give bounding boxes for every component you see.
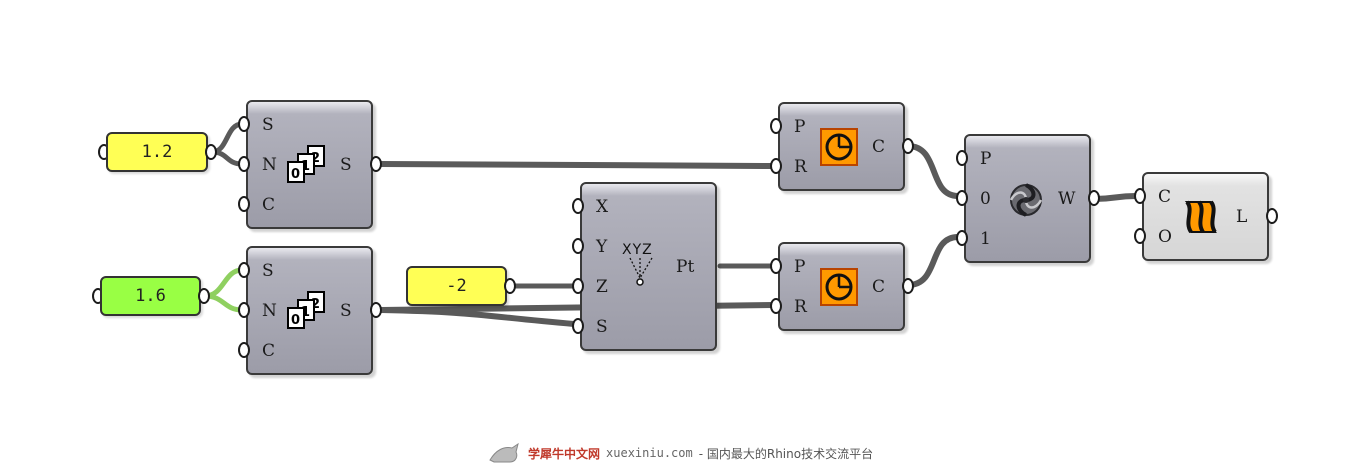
grip-series-top-out[interactable] xyxy=(370,156,382,172)
output-port-label: W xyxy=(1058,189,1076,209)
grip-circle-top-out[interactable] xyxy=(902,138,914,154)
wire-circle-top-to-weave xyxy=(905,143,961,199)
svg-text:2: 2 xyxy=(311,151,320,166)
input-port-label: S xyxy=(262,115,274,135)
wire-weave-to-loft xyxy=(1091,193,1139,202)
input-port-label: C xyxy=(1158,187,1172,207)
slider-value: -2 xyxy=(446,276,467,296)
svg-text:2: 2 xyxy=(311,297,320,312)
grip-series-top-n[interactable] xyxy=(238,156,250,172)
input-port-label: P xyxy=(980,149,992,169)
weave-component[interactable]: P 0 1 W xyxy=(964,134,1091,263)
svg-text:0: 0 xyxy=(291,313,300,328)
grip-loft-o[interactable] xyxy=(1134,228,1146,244)
output-port-label: L xyxy=(1236,207,1248,227)
input-port-label: C xyxy=(262,341,276,361)
grip-weave-1[interactable] xyxy=(956,230,968,246)
series-component-top[interactable]: S N C S 2 1 0 xyxy=(246,100,373,229)
slider-output-grip[interactable] xyxy=(198,288,210,304)
input-port-label: C xyxy=(262,195,276,215)
number-slider-2[interactable]: 1.6 xyxy=(100,276,201,316)
wire-slider2-to-series-bottom-s xyxy=(202,267,245,299)
grip-series-bottom-n[interactable] xyxy=(238,302,250,318)
circle-icon xyxy=(820,128,858,166)
construct-point-icon: XYZ xyxy=(620,242,664,288)
number-slider-1[interactable]: 1.2 xyxy=(106,132,208,172)
slider-output-grip[interactable] xyxy=(205,144,217,160)
output-port-label: S xyxy=(340,301,352,321)
output-port-label: C xyxy=(872,137,886,157)
wire-slider2-to-series-bottom-n xyxy=(202,293,245,313)
wire-slider1-to-series-top-s xyxy=(209,121,245,155)
grip-circle-bottom-out[interactable] xyxy=(902,278,914,294)
construct-point-icon-text: XYZ xyxy=(622,242,653,258)
input-port-label: R xyxy=(794,157,807,177)
loft-component[interactable]: C O L xyxy=(1142,172,1269,261)
grip-series-bottom-s[interactable] xyxy=(238,262,250,278)
grip-circle-bottom-r[interactable] xyxy=(770,298,782,314)
series-icon: 2 1 0 xyxy=(287,291,325,329)
input-port-label: N xyxy=(262,155,277,175)
grip-point-x[interactable] xyxy=(572,198,584,214)
circle-component-bottom[interactable]: P R C xyxy=(778,242,905,331)
slider-output-grip[interactable] xyxy=(504,278,516,294)
grip-circle-top-p[interactable] xyxy=(770,118,782,134)
watermark-tagline: - 国内最大的Rhino技术交流平台 xyxy=(698,446,874,461)
series-component-bottom[interactable]: S N C S 2 1 0 xyxy=(246,246,373,375)
output-port-label: C xyxy=(872,277,886,297)
grip-weave-out[interactable] xyxy=(1088,190,1100,206)
grip-weave-0[interactable] xyxy=(956,190,968,206)
watermark-site-name: 学犀牛中文网 xyxy=(528,446,601,461)
svg-text:1: 1 xyxy=(301,305,310,320)
slider-value: 1.6 xyxy=(135,286,166,306)
grip-series-top-c[interactable] xyxy=(238,196,250,212)
loft-icon xyxy=(1184,200,1217,234)
input-port-label: S xyxy=(596,317,608,337)
grip-series-top-s[interactable] xyxy=(238,116,250,132)
circle-component-top[interactable]: P R C xyxy=(778,102,905,191)
grip-loft-c[interactable] xyxy=(1134,188,1146,204)
svg-text:1: 1 xyxy=(301,159,310,174)
input-port-label: S xyxy=(262,261,274,281)
svg-text:0: 0 xyxy=(291,167,300,182)
grip-weave-p[interactable] xyxy=(956,150,968,166)
construct-point-component[interactable]: X Y Z S Pt XYZ xyxy=(580,182,717,351)
input-port-label: P xyxy=(794,117,806,137)
rhino-logo-icon xyxy=(489,442,519,463)
grip-loft-out[interactable] xyxy=(1266,208,1278,224)
watermark-url: xuexiniu.com xyxy=(606,446,693,460)
input-port-label: X xyxy=(596,197,609,217)
grip-circle-top-r[interactable] xyxy=(770,158,782,174)
input-port-label: R xyxy=(794,297,807,317)
grip-point-z[interactable] xyxy=(572,278,584,294)
input-port-label: 0 xyxy=(980,189,991,209)
input-port-label: N xyxy=(262,301,277,321)
output-port-label: S xyxy=(340,155,352,175)
input-port-label: Z xyxy=(596,277,608,297)
input-port-label: 1 xyxy=(980,229,991,249)
input-port-label: O xyxy=(1158,227,1172,247)
watermark: 学犀牛中文网 xuexiniu.com - 国内最大的Rhino技术交流平台 xyxy=(488,438,873,468)
circle-icon xyxy=(820,268,858,306)
output-port-label: Pt xyxy=(676,257,695,277)
wire-circle-bottom-to-weave xyxy=(905,234,961,288)
wire-series-top-to-circle-top-r xyxy=(375,161,777,169)
input-port-label: Y xyxy=(596,237,608,257)
slider-value: 1.2 xyxy=(141,142,173,162)
input-port-label: P xyxy=(794,257,806,277)
grip-point-s[interactable] xyxy=(572,318,584,334)
weave-icon xyxy=(1009,183,1043,217)
grip-point-y[interactable] xyxy=(572,238,584,254)
series-icon: 2 1 0 xyxy=(287,145,325,183)
grip-series-bottom-out[interactable] xyxy=(370,302,382,318)
grip-series-bottom-c[interactable] xyxy=(238,342,250,358)
number-slider-3[interactable]: -2 xyxy=(406,266,507,306)
grip-circle-bottom-p[interactable] xyxy=(770,258,782,274)
